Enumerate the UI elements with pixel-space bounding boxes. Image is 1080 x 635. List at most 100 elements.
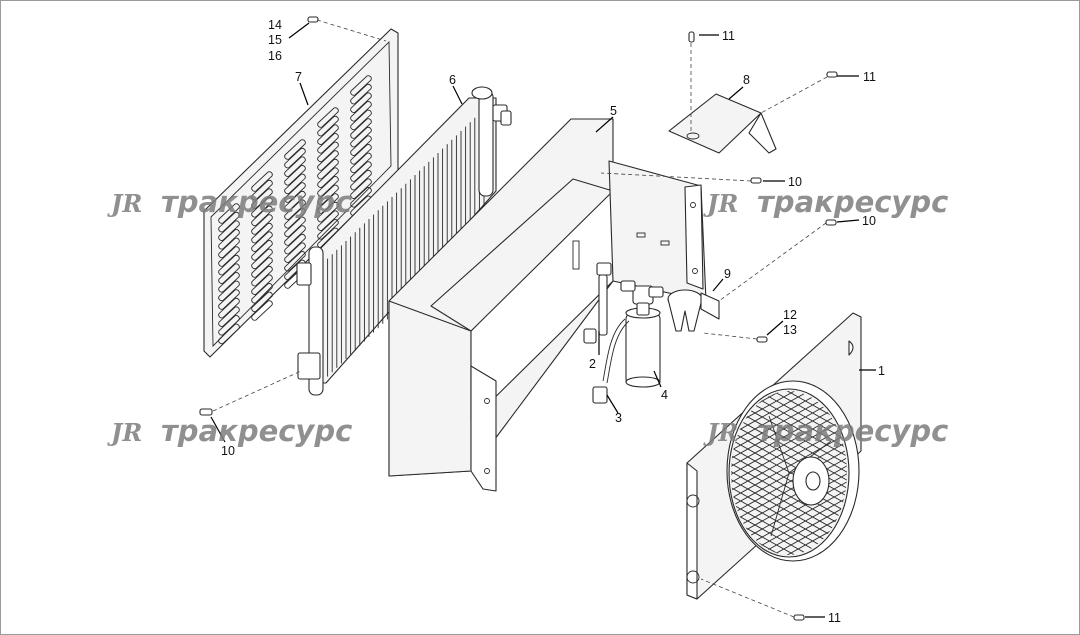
callout-10-condenser: 10 <box>221 444 235 458</box>
grille-slot <box>218 289 240 310</box>
callout-15: 15 <box>268 33 282 47</box>
grille-slot <box>284 156 306 177</box>
bolts <box>199 16 838 621</box>
clamp <box>667 289 720 332</box>
callout-10-bracket: 10 <box>862 214 876 228</box>
grille-slot <box>251 188 273 209</box>
watermark-top-left: JR тракресурс <box>107 185 352 219</box>
fan-grid-line <box>731 406 847 508</box>
grille-slot <box>251 231 273 252</box>
grille-slot <box>350 161 372 182</box>
grille-slot <box>317 115 339 137</box>
fan-grid-line <box>731 494 847 555</box>
watermark-text: тракресурс <box>161 185 352 219</box>
watermark-text: тракресурс <box>757 185 948 219</box>
grille-slot <box>317 176 339 197</box>
assembly-lines <box>212 19 828 618</box>
fan-grid-line <box>731 414 847 516</box>
fan-grid-line <box>731 391 847 444</box>
fan-grid-line <box>731 470 847 555</box>
grille-slot <box>317 219 339 240</box>
callout-10-shroud: 10 <box>788 175 802 189</box>
grille-slot <box>218 263 240 284</box>
watermark-text: тракресурс <box>161 414 352 448</box>
grille-slot <box>251 248 273 270</box>
callout-5: 5 <box>610 104 617 118</box>
callout-2: 2 <box>589 357 596 371</box>
bracket-plate <box>668 93 777 154</box>
grille-slot <box>284 251 306 272</box>
condenser-right-header <box>478 90 494 197</box>
watermark-top-right: JR тракресурс <box>703 185 948 219</box>
condenser <box>296 86 512 396</box>
grille-slot <box>218 272 240 293</box>
grille-slot <box>218 203 240 224</box>
bolt-14 <box>307 16 319 23</box>
callout-labels: 14 15 16 7 6 5 8 11 11 10 10 9 12 13 1 2… <box>221 18 885 625</box>
grille-slot <box>350 135 372 156</box>
fan-guard-grid <box>731 391 847 555</box>
fan-grid-line <box>731 462 847 555</box>
grille-slot <box>251 265 273 287</box>
grille-slots <box>218 75 372 345</box>
grille-slot <box>284 182 306 203</box>
grille-slot <box>251 283 273 304</box>
fan-grid-line <box>731 391 847 468</box>
grille-slot <box>251 205 273 227</box>
grille-slot <box>317 150 339 171</box>
grille-slot <box>284 225 306 246</box>
fan-grid-line <box>731 478 847 555</box>
grille-slot <box>284 190 306 212</box>
grille-slot <box>284 139 306 160</box>
grille-slot <box>251 222 273 244</box>
callout-8: 8 <box>743 73 750 87</box>
grille-slot <box>218 297 240 319</box>
grille-slot <box>350 109 372 131</box>
bolt-10-shroud <box>750 177 762 184</box>
bolt-11-top <box>688 31 695 43</box>
bolt-11-right <box>826 71 838 78</box>
grille-slot <box>251 240 273 261</box>
bolt-11-fan <box>793 614 805 621</box>
grille-slot <box>350 152 372 174</box>
grille-slot <box>218 211 240 233</box>
grille-slot <box>284 233 306 255</box>
watermark-logo: JR <box>107 189 142 218</box>
grille-slot <box>317 184 339 206</box>
watermark-text: тракресурс <box>757 414 948 448</box>
callout-12: 12 <box>783 308 797 322</box>
grille-slot <box>284 147 306 169</box>
grille-slot <box>350 118 372 139</box>
grille-slot <box>350 169 372 191</box>
callout-9: 9 <box>724 267 731 281</box>
grille-slot <box>317 193 339 214</box>
fan-grid-line <box>731 398 847 500</box>
callout-7: 7 <box>295 70 302 84</box>
grille-slot <box>218 220 240 241</box>
grille-slot <box>251 274 273 295</box>
grille-slot <box>251 179 273 201</box>
grille-slot <box>284 208 306 229</box>
grille-slot <box>218 237 240 259</box>
callout-11-top: 11 <box>722 29 735 43</box>
grille-slot <box>350 75 372 96</box>
callout-6: 6 <box>449 73 456 87</box>
bolt-10-condenser <box>199 408 213 416</box>
watermark-bottom-left: JR тракресурс <box>107 414 352 448</box>
grille-slot <box>218 306 240 327</box>
grille-slot <box>251 257 273 278</box>
rear-bracket <box>608 160 707 302</box>
hose-assembly <box>583 262 630 404</box>
grille-slot <box>350 178 372 199</box>
fan-assembly <box>686 312 862 600</box>
grille-slot <box>251 300 273 321</box>
grille-slot <box>317 167 339 188</box>
grille-slot <box>317 133 339 154</box>
grille-slot <box>284 199 306 220</box>
callout-14: 14 <box>268 18 282 32</box>
grille-slot <box>350 187 372 208</box>
watermark-bottom-right: JR тракресурс <box>703 414 948 448</box>
grille-slot <box>350 83 372 105</box>
